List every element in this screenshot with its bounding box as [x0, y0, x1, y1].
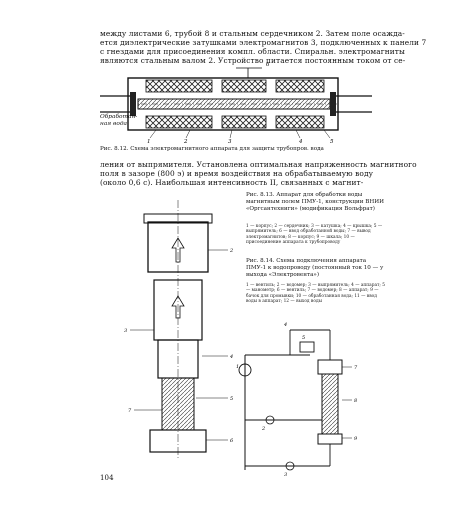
svg-text:5: 5	[230, 396, 233, 402]
top-text-line-2: ется диэлектрические затушками электрома…	[100, 38, 427, 47]
figure-8-13-drawing: 2 4 5 6 3 7	[124, 200, 234, 460]
svg-text:5: 5	[302, 335, 305, 341]
fig-812-caption: Рис. 8.12. Схема электромагнитного аппар…	[100, 146, 324, 152]
svg-text:5: 5	[330, 139, 334, 145]
svg-text:8: 8	[354, 398, 357, 404]
svg-text:2: 2	[229, 248, 233, 254]
mid-text-line-2: поля в зазоре (800 э) и время воздействи…	[100, 169, 374, 178]
fig-812-side-label: Обработан- ная вода	[100, 114, 138, 127]
svg-text:6: 6	[266, 62, 270, 68]
svg-text:6: 6	[230, 438, 234, 444]
fig-814-caption: Рис. 8.14. Схема подключения аппарата ПМ…	[246, 258, 384, 278]
svg-text:2: 2	[261, 426, 265, 432]
page-number: 104	[100, 474, 114, 482]
svg-text:4: 4	[298, 139, 303, 145]
top-text-line-1: между листами 6, трубой 8 и стальным сер…	[100, 29, 405, 38]
mid-text-line-1: ления от выпрямителя. Установлена оптима…	[100, 160, 417, 169]
svg-text:1: 1	[147, 139, 151, 145]
svg-text:1: 1	[236, 364, 239, 370]
svg-text:2: 2	[183, 139, 188, 145]
fig-813-caption: Рис. 8.13. Аппарат для обработки воды ма…	[246, 192, 384, 212]
top-text-line-3: с гнездами для присоединения компл. обла…	[100, 47, 405, 56]
svg-text:4: 4	[229, 354, 233, 360]
svg-text:3: 3	[284, 472, 287, 478]
svg-text:3: 3	[124, 328, 127, 334]
svg-text:4: 4	[283, 322, 287, 328]
figure-8-14-drawing: 7 8 9 1 4 5 2 3	[236, 322, 358, 478]
svg-text:7: 7	[354, 365, 358, 371]
fig-814-legend: 1 — вентиль; 2 — водомер; 3 — выпрямител…	[246, 283, 385, 305]
svg-text:7: 7	[128, 408, 132, 414]
svg-text:3: 3	[228, 139, 232, 145]
mid-text-line-3: (около 0,6 с). Наибольшая интенсивность …	[100, 178, 364, 187]
svg-text:9: 9	[354, 436, 358, 442]
top-text-line-4: являются стальным валом 2. Устройство пи…	[100, 56, 406, 65]
fig-813-legend: 1 — корпус; 2 — сердечник; 3 — катушка; …	[246, 224, 383, 246]
